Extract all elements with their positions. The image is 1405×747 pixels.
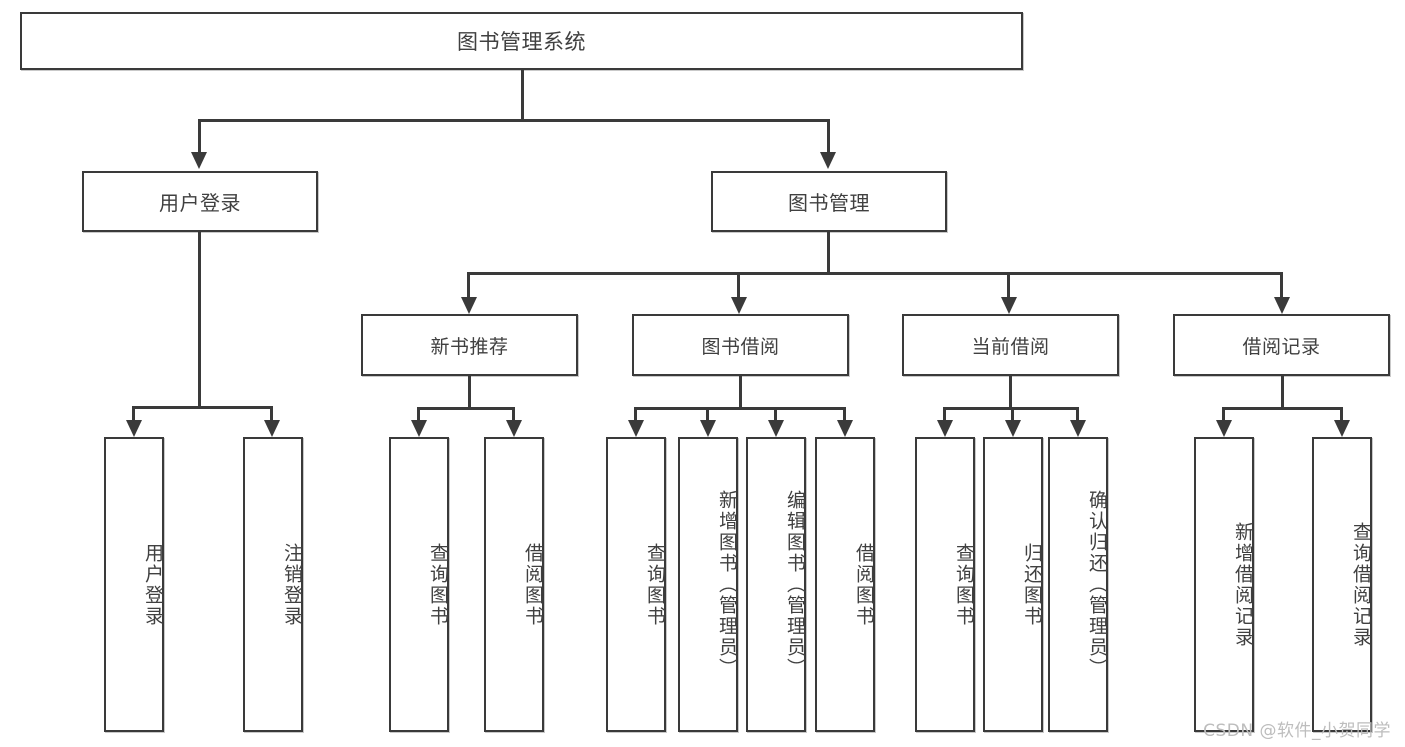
node-label: 新增图书（管理员） bbox=[716, 490, 738, 679]
arrowhead-leaf-8 bbox=[937, 420, 953, 437]
node-book-management[interactable]: 图书管理 bbox=[711, 171, 947, 232]
leaf-query-borrow-record[interactable]: 查询借阅记录 bbox=[1312, 437, 1372, 732]
leaf-query-books-current[interactable]: 查询图书 bbox=[915, 437, 975, 732]
node-borrow-records[interactable]: 借阅记录 bbox=[1173, 314, 1390, 376]
connector-current-bus bbox=[943, 407, 1078, 410]
arrowhead-leaf-5 bbox=[700, 420, 716, 437]
connector-bookmgmt-stem bbox=[827, 232, 830, 272]
arrowhead-level1-0 bbox=[191, 152, 207, 169]
connector-userlogin-bus bbox=[132, 406, 270, 409]
arrowhead-leaf-11 bbox=[1216, 420, 1232, 437]
node-label: 新增借阅记录 bbox=[1232, 521, 1254, 648]
connector-level2-drop-2 bbox=[1007, 272, 1010, 297]
connector-newbook-drop-1 bbox=[512, 407, 515, 420]
arrowhead-leaf-6 bbox=[768, 420, 784, 437]
leaf-return-books[interactable]: 归还图书 bbox=[983, 437, 1043, 732]
node-label: 图书管理系统 bbox=[457, 30, 586, 54]
node-label: 用户登录 bbox=[142, 542, 164, 627]
node-root-system[interactable]: 图书管理系统 bbox=[20, 12, 1023, 70]
connector-level2-drop-1 bbox=[737, 272, 740, 297]
leaf-add-borrow-record[interactable]: 新增借阅记录 bbox=[1194, 437, 1254, 732]
connector-borrow-drop-0 bbox=[634, 407, 637, 420]
node-label: 图书管理 bbox=[788, 191, 870, 215]
leaf-edit-book-admin[interactable]: 编辑图书（管理员） bbox=[746, 437, 806, 732]
node-label: 借阅记录 bbox=[1242, 335, 1321, 358]
connector-newbook-stem bbox=[468, 376, 471, 407]
connector-borrow-drop-3 bbox=[843, 407, 846, 420]
leaf-query-books-recommend[interactable]: 查询图书 bbox=[389, 437, 449, 732]
arrowhead-leaf-12 bbox=[1334, 420, 1350, 437]
node-label: 借阅图书 bbox=[853, 542, 875, 627]
connector-current-drop-0 bbox=[943, 407, 946, 420]
connector-userlogin-drop-0 bbox=[132, 406, 135, 420]
connector-newbook-bus bbox=[417, 407, 515, 410]
node-new-book-recommendation[interactable]: 新书推荐 bbox=[361, 314, 578, 376]
leaf-logout[interactable]: 注销登录 bbox=[243, 437, 303, 732]
connector-records-drop-0 bbox=[1222, 407, 1225, 420]
arrowhead-leaf-0 bbox=[126, 420, 142, 437]
node-book-borrowing[interactable]: 图书借阅 bbox=[632, 314, 849, 376]
node-label: 编辑图书（管理员） bbox=[784, 490, 806, 679]
node-label: 查询图书 bbox=[644, 542, 666, 627]
node-current-borrowing[interactable]: 当前借阅 bbox=[902, 314, 1119, 376]
leaf-confirm-return-admin[interactable]: 确认归还（管理员） bbox=[1048, 437, 1108, 732]
connector-borrow-drop-2 bbox=[774, 407, 777, 420]
leaf-borrow-books-recommend[interactable]: 借阅图书 bbox=[484, 437, 544, 732]
connector-current-drop-1 bbox=[1011, 407, 1014, 420]
node-label: 图书借阅 bbox=[701, 335, 780, 358]
node-label: 归还图书 bbox=[1021, 542, 1043, 627]
arrowhead-level2-0 bbox=[461, 297, 477, 314]
leaf-user-login[interactable]: 用户登录 bbox=[104, 437, 164, 732]
node-label: 查询图书 bbox=[953, 542, 975, 627]
node-label: 注销登录 bbox=[281, 542, 303, 627]
connector-borrow-bus bbox=[634, 407, 846, 410]
arrowhead-leaf-3 bbox=[506, 420, 522, 437]
node-label: 确认归还（管理员） bbox=[1086, 490, 1108, 679]
leaf-borrow-books[interactable]: 借阅图书 bbox=[815, 437, 875, 732]
connector-current-stem bbox=[1009, 376, 1012, 407]
connector-current-drop-2 bbox=[1076, 407, 1079, 420]
node-label: 新书推荐 bbox=[430, 335, 509, 358]
connector-level2-drop-3 bbox=[1280, 272, 1283, 297]
node-label: 查询借阅记录 bbox=[1350, 521, 1372, 648]
node-label: 借阅图书 bbox=[522, 542, 544, 627]
connector-level1-bus bbox=[198, 119, 830, 122]
connector-userlogin-drop-1 bbox=[270, 406, 273, 420]
arrowhead-leaf-4 bbox=[628, 420, 644, 437]
arrowhead-leaf-9 bbox=[1005, 420, 1021, 437]
arrowhead-level1-1 bbox=[820, 152, 836, 169]
arrowhead-level2-2 bbox=[1001, 297, 1017, 314]
connector-level2-bus bbox=[467, 272, 1283, 275]
node-label: 当前借阅 bbox=[971, 335, 1050, 358]
connector-userlogin-stem bbox=[198, 232, 201, 406]
connector-level1-drop-1 bbox=[827, 119, 830, 152]
connector-records-drop-1 bbox=[1340, 407, 1343, 420]
connector-root-stem bbox=[521, 70, 524, 119]
node-label: 查询图书 bbox=[427, 542, 449, 627]
arrowhead-leaf-10 bbox=[1070, 420, 1086, 437]
leaf-add-book-admin[interactable]: 新增图书（管理员） bbox=[678, 437, 738, 732]
arrowhead-leaf-2 bbox=[411, 420, 427, 437]
node-label: 用户登录 bbox=[159, 191, 241, 215]
node-user-login[interactable]: 用户登录 bbox=[82, 171, 318, 232]
connector-borrow-stem bbox=[739, 376, 742, 407]
arrowhead-leaf-7 bbox=[837, 420, 853, 437]
arrowhead-leaf-1 bbox=[264, 420, 280, 437]
connector-level1-drop-0 bbox=[198, 119, 201, 152]
arrowhead-level2-1 bbox=[731, 297, 747, 314]
connector-newbook-drop-0 bbox=[417, 407, 420, 420]
leaf-query-books-borrow[interactable]: 查询图书 bbox=[606, 437, 666, 732]
connector-borrow-drop-1 bbox=[706, 407, 709, 420]
arrowhead-level2-3 bbox=[1274, 297, 1290, 314]
connector-records-bus bbox=[1222, 407, 1343, 410]
connector-records-stem bbox=[1281, 376, 1284, 407]
connector-level2-drop-0 bbox=[467, 272, 470, 297]
